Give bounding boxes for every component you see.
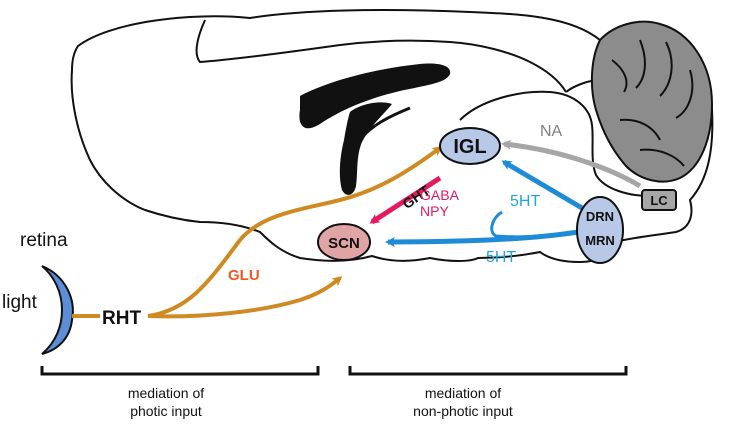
nonphotic-caption-line2: non-photic input [413,403,513,419]
nonphotic-bracket [348,366,628,376]
5ht-to-igl-arrow [501,159,584,211]
npy-label: NPY [420,203,449,219]
na-label: NA [540,123,563,140]
photic-caption-line2: photic input [130,403,202,419]
cerebellum-shape [590,20,714,183]
5ht-upper-connector [490,210,579,239]
drn-mrn-node [576,196,624,264]
glu-label: GLU [228,267,260,284]
5ht-upper-label: 5HT [510,193,540,210]
lc-node [641,189,677,211]
retina-shape [41,265,74,355]
fornix-line [358,106,411,141]
gaba-label: GABA [420,187,460,203]
nonphotic-caption-line1: mediation of [425,385,501,401]
light-label: light [2,292,38,313]
cerebellum-folia [611,39,694,167]
scn-label: SCN [328,235,360,252]
rht-label: RHT [102,308,141,329]
ventricle-shape [339,102,392,195]
photic-caption-line1: mediation of [128,385,204,401]
igl-node [439,127,501,165]
lc-label: LC [650,193,668,208]
ght-arrow [369,175,442,225]
scn-node [317,223,371,261]
drn-label: DRN [586,209,614,224]
photic-bracket [40,366,320,376]
retina-label: retina [20,230,68,251]
rht-to-igl-pathway [147,146,443,318]
igl-label: IGL [453,136,486,158]
hippocampus-shape [299,63,451,129]
5ht-lower-label: 5HT [486,249,516,266]
brain-outline [70,9,714,264]
mrn-label: MRN [585,233,615,248]
rht-to-scn-pathway [147,276,343,319]
cortex-boundary [195,19,567,93]
na-arrow [501,139,642,189]
brainstem-boundary [459,90,651,197]
